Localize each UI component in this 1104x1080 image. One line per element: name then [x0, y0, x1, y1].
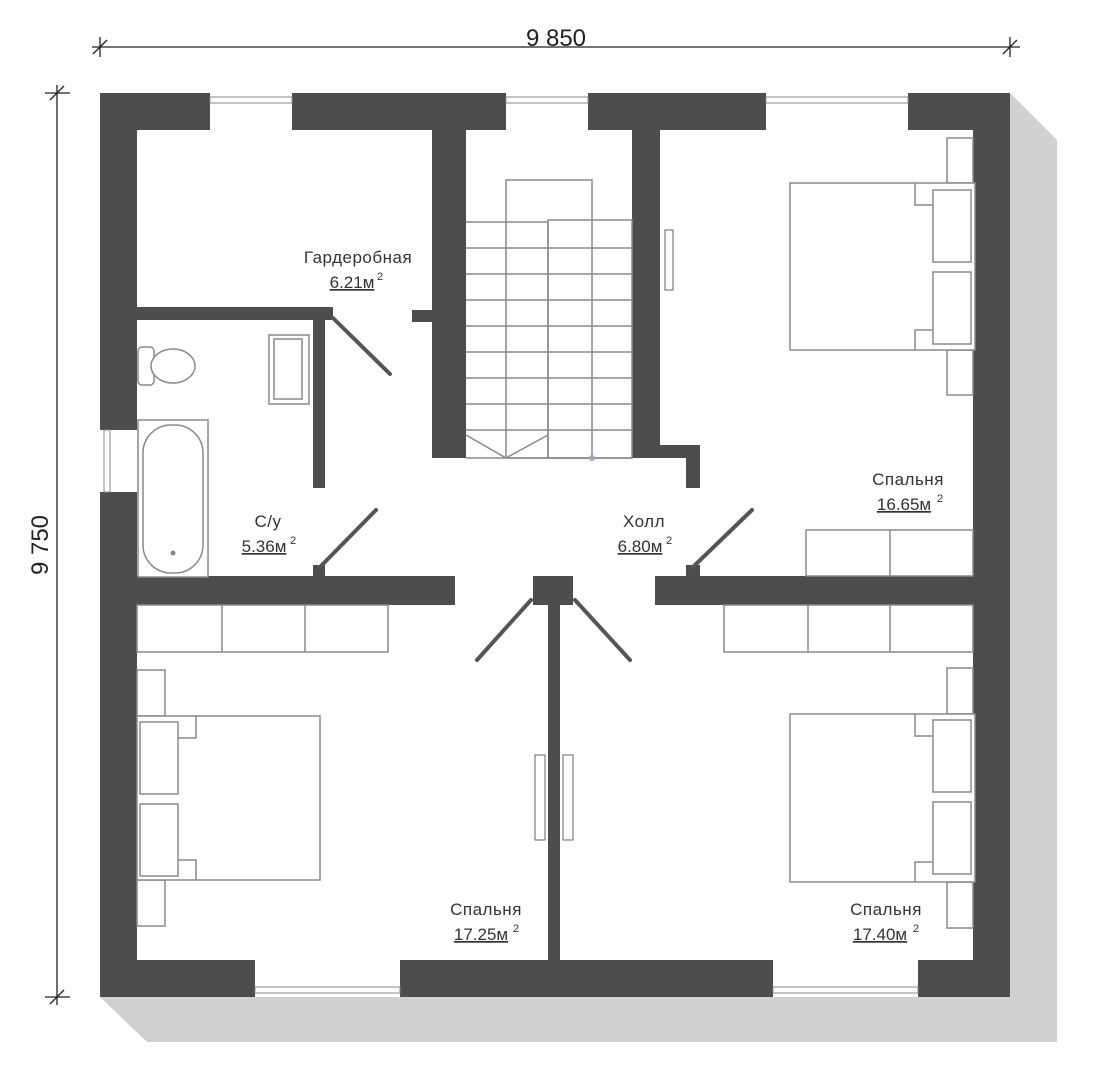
area-unit-sup: 2 — [377, 271, 383, 283]
height-label: 9 750 — [27, 515, 54, 575]
room-area: 6.80м — [618, 537, 663, 556]
room-name: Спальня — [450, 900, 522, 919]
area-unit-sup: 2 — [513, 923, 519, 935]
windows — [103, 96, 919, 994]
room-wardrobe: Гардеробная 6.21м 2 — [304, 248, 412, 292]
room-bedroom-bottom-right: Спальня 17.40м 2 — [850, 900, 922, 944]
bed-top-right — [789, 137, 976, 396]
room-area: 17.25м — [454, 925, 508, 944]
bed-bottom-left — [136, 669, 321, 927]
room-area: 17.40м — [853, 925, 907, 944]
staircase — [465, 179, 633, 461]
room-name: Холл — [623, 512, 665, 531]
width-label: 9 850 — [526, 25, 586, 52]
room-bedroom-bottom-left: Спальня 17.25м 2 — [450, 900, 522, 944]
area-unit-sup: 2 — [937, 493, 943, 505]
room-name: Спальня — [872, 470, 944, 489]
wardrobe-bottom-right — [723, 604, 974, 653]
bed-bottom-right — [789, 667, 976, 929]
dimension-width: 9 850 — [92, 25, 1020, 57]
room-bedroom-top-right: Спальня 16.65м 2 — [872, 470, 944, 514]
toilet-icon — [137, 346, 196, 386]
sink-icon — [268, 334, 310, 405]
room-area: 6.21м — [330, 273, 375, 292]
room-area: 5.36м — [242, 537, 287, 556]
wardrobe-top-right — [805, 529, 974, 577]
area-unit-sup: 2 — [290, 535, 296, 547]
room-bathroom: С/у 5.36м 2 — [242, 512, 297, 556]
room-name: Гардеробная — [304, 248, 412, 267]
doors — [318, 229, 754, 841]
interior-walls — [137, 130, 973, 960]
room-hall: Холл 6.80м 2 — [618, 512, 673, 556]
exterior-walls — [100, 93, 1010, 997]
wardrobe-bottom-left — [136, 604, 389, 653]
dimension-height: 9 750 — [27, 85, 70, 1005]
room-area: 16.65м — [877, 495, 931, 514]
bathtub-icon — [137, 419, 209, 578]
area-unit-sup: 2 — [913, 923, 919, 935]
room-name: С/у — [255, 512, 282, 531]
room-name: Спальня — [850, 900, 922, 919]
area-unit-sup: 2 — [666, 535, 672, 547]
